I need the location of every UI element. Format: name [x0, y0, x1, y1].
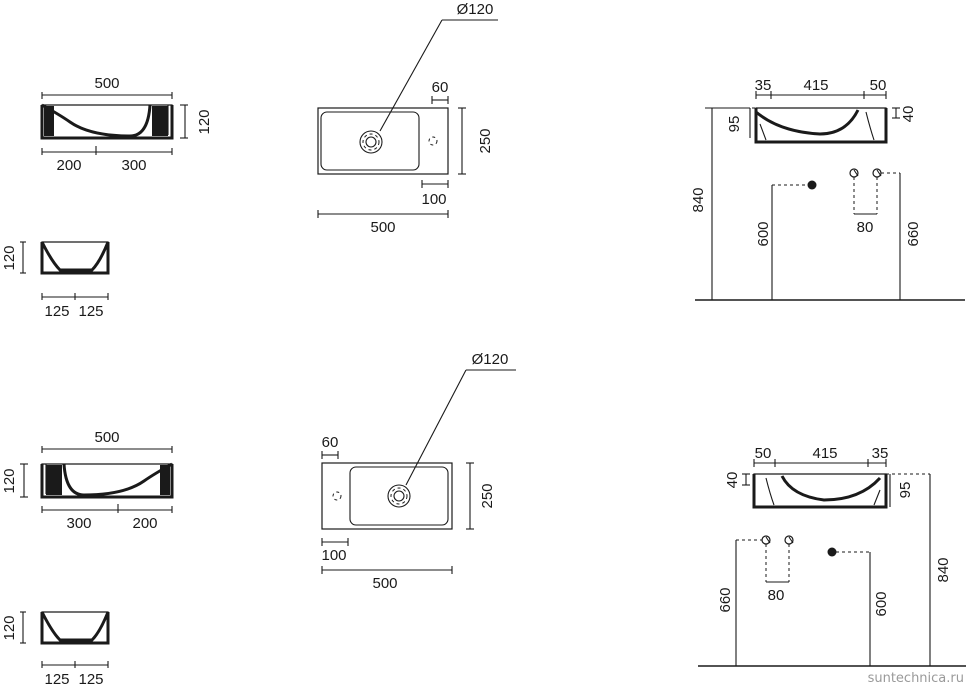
dim-supply-spacing-install-top: 80	[857, 219, 874, 236]
dim-rim-install-top: 40	[900, 106, 917, 123]
dim-rim-install-bottom: 40	[724, 472, 741, 489]
dim-right-front-top: 300	[121, 157, 146, 174]
front-view-bottom: 500 120 300 200	[1, 429, 174, 532]
dim-left-front-top: 200	[56, 157, 81, 174]
dim-tap-edge-top: 100	[421, 191, 446, 208]
dim-depth-plan-top: 250	[477, 128, 494, 153]
dim-supply-height-install-bottom: 660	[717, 587, 734, 612]
dim-half-b-side-top: 125	[78, 303, 103, 320]
side-view-bottom: 120 125 125	[1, 611, 110, 686]
dim-width-front-top: 500	[94, 75, 119, 92]
install-view-top: 840 95 35 415 50 40 600 80 660	[690, 77, 965, 301]
dim-width-plan-bottom: 500	[372, 575, 397, 592]
dim-supply-height-install-top: 660	[905, 221, 922, 246]
dim-left-front-bottom: 300	[66, 515, 91, 532]
dim-height-side-top: 120	[1, 245, 18, 270]
dim-tap-offset-top: 60	[432, 79, 449, 96]
plan-view-bottom: Ø120 60 250 100 500	[321, 351, 516, 592]
dim-height-front-top: 120	[196, 109, 213, 134]
dim-left-margin-install-top: 35	[755, 77, 772, 94]
dim-drain-bottom: Ø120	[472, 351, 509, 368]
dim-height-side-bottom: 120	[1, 615, 18, 640]
dim-width-plan-top: 500	[370, 219, 395, 236]
front-view-top: 500 120 200 300	[40, 75, 213, 174]
dim-half-b-side-bottom: 125	[78, 671, 103, 686]
dim-half-a-side-bottom: 125	[44, 671, 69, 686]
dim-right-margin-install-top: 50	[870, 77, 887, 94]
dim-left-margin-install-bottom: 50	[755, 445, 772, 462]
dim-tap-offset-bottom: 60	[322, 434, 339, 451]
install-view-bottom: 50 415 35 40 95 840 80 660 600	[698, 445, 966, 667]
dim-drain-height-install-bottom: 600	[873, 591, 890, 616]
plan-view-top: Ø120 60 250 100 500	[317, 1, 498, 236]
dim-width-front-bottom: 500	[94, 429, 119, 446]
dim-drain-top: Ø120	[457, 1, 494, 18]
dim-tap-edge-bottom: 100	[321, 547, 346, 564]
dim-half-a-side-top: 125	[44, 303, 69, 320]
dim-right-front-bottom: 200	[132, 515, 157, 532]
dim-height-front-bottom: 120	[1, 468, 18, 493]
dim-span-install-bottom: 415	[812, 445, 837, 462]
side-view-top: 120 125 125	[1, 241, 110, 320]
dim-span-install-top: 415	[803, 77, 828, 94]
dim-height-install-top: 840	[690, 187, 707, 212]
dim-depth-plan-bottom: 250	[479, 483, 496, 508]
dim-height-install-bottom: 840	[935, 557, 952, 582]
dim-right-margin-install-bottom: 35	[872, 445, 889, 462]
dim-bowl-depth-install-top: 95	[726, 116, 743, 133]
dim-bowl-depth-install-bottom: 95	[897, 482, 914, 499]
dim-supply-spacing-install-bottom: 80	[768, 587, 785, 604]
dim-drain-height-install-top: 600	[755, 221, 772, 246]
watermark: suntechnica.ru	[868, 671, 964, 686]
